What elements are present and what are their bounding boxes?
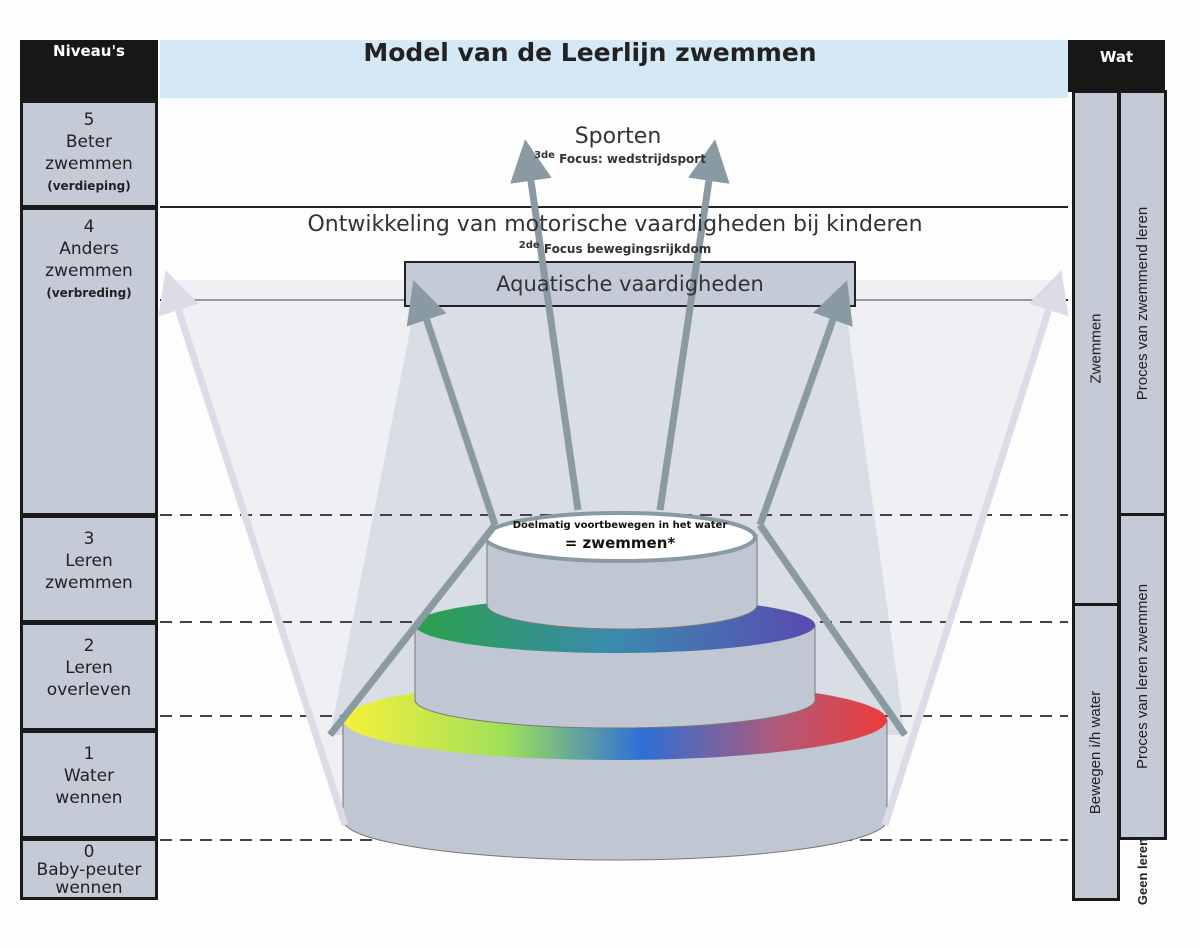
- levels-header: Niveau's: [20, 40, 158, 100]
- level-name: zwemmen: [45, 261, 133, 281]
- level-name: Leren: [65, 551, 113, 571]
- vertical-label: Proces van leren zwemmen: [1134, 583, 1152, 770]
- level-name: Anders: [59, 239, 119, 259]
- ontwikkeling-title: Ontwikkeling van motorische vaardigheden…: [307, 212, 923, 237]
- aquatische-label: Aquatische vaardigheden: [496, 272, 764, 296]
- cake-top-line1: Doelmatig voortbewegen in het water: [512, 520, 728, 531]
- arrow: [406, 280, 499, 527]
- level-name: wennen: [55, 878, 123, 898]
- cake-top-line2: = zwemmen*: [564, 534, 676, 552]
- level-number: 0: [83, 842, 95, 862]
- level-number: 5: [83, 110, 95, 130]
- level-name: Leren: [65, 658, 113, 678]
- bewegen-cell: Bewegen i/h water: [1072, 603, 1120, 901]
- arrow: [510, 139, 582, 511]
- level-name: Beter: [65, 132, 113, 152]
- sporten-focus: 3de Focus: wedstrijdsport: [500, 150, 740, 166]
- vertical-label: Bewegen i/h water: [1087, 690, 1105, 814]
- level-number: 2: [83, 636, 95, 656]
- level-name: zwemmen: [45, 573, 133, 593]
- aquatische-box: [404, 261, 856, 307]
- level-name: wennen: [55, 788, 123, 808]
- geen-leren-cell: Geen leren: [1118, 837, 1167, 905]
- level-name: zwemmen: [45, 154, 133, 174]
- wat-header: Wat: [1068, 40, 1165, 92]
- zwemmen-cell: Zwemmen: [1072, 90, 1120, 606]
- proces-zwemmend-leren-cell: Proces van zwemmend leren: [1118, 90, 1167, 516]
- sup: 2de: [518, 240, 540, 251]
- arrow: [327, 522, 498, 738]
- focus-text: Focus: wedstrijdsport: [554, 152, 706, 166]
- arrow: [158, 270, 349, 827]
- level-sub: (verbreding): [46, 286, 132, 300]
- vertical-label: Proces van zwemmend leren: [1134, 206, 1152, 400]
- ontwikkeling-focus: 2de Focus bewegingsrijkdom: [430, 240, 800, 256]
- vertical-label: Zwemmen: [1087, 312, 1105, 384]
- arrow: [881, 269, 1069, 827]
- level-name: Baby-peuter: [36, 860, 142, 880]
- arrow: [757, 523, 908, 737]
- level-sub: (verdieping): [47, 179, 131, 193]
- level-name: overleven: [46, 680, 132, 700]
- page-title: Model van de Leerlijn zwemmen: [363, 38, 817, 67]
- title-banner: [160, 40, 1068, 98]
- vertical-label: Geen leren: [1135, 837, 1151, 905]
- level-number: 3: [83, 529, 95, 549]
- arrow: [656, 139, 730, 511]
- focus-text: Focus bewegingsrijkdom: [539, 242, 712, 256]
- level-number: 4: [83, 217, 95, 237]
- sporten-title: Sporten: [574, 124, 662, 149]
- arrow: [756, 280, 853, 527]
- proces-leren-zwemmen-cell: Proces van leren zwemmen: [1118, 513, 1167, 840]
- level-name: Water: [63, 766, 115, 786]
- sup: 3de: [534, 150, 555, 161]
- level-number: 1: [83, 744, 95, 764]
